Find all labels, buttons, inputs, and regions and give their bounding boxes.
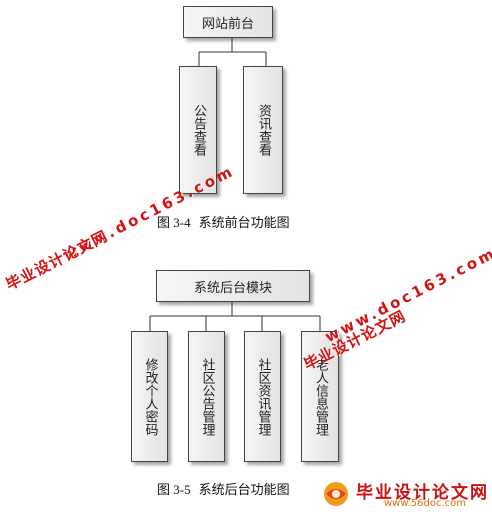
logo-url-text: www.56doc.com — [384, 498, 467, 509]
back-child-label: 社区公告管理 — [199, 357, 215, 436]
site-logo: 毕业设计论文网 www.56doc.com — [322, 478, 490, 512]
figure-caption-3-5: 图 3-5 系统后台功能图 — [157, 479, 290, 498]
back-child-node-news: 社区资讯管理 — [244, 331, 281, 462]
figure-title: 系统后台功能图 — [198, 483, 290, 498]
figure-title: 系统前台功能图 — [198, 216, 290, 231]
front-child-node-announcements: 公告查看 — [179, 66, 217, 194]
back-child-label: 社区资讯管理 — [255, 357, 271, 436]
front-root-node: 网站前台 — [183, 6, 273, 38]
figure-number: 图 3-4 — [157, 215, 191, 230]
back-child-node-elderly: 老人信息管理 — [301, 331, 339, 462]
back-child-label: 老人信息管理 — [313, 357, 328, 436]
back-root-node: 系统后台模块 — [156, 270, 310, 302]
front-child-label: 资讯查看 — [256, 104, 271, 156]
figure-caption-3-4: 图 3-4 系统前台功能图 — [157, 212, 290, 231]
back-child-node-password: 修改个人密码 — [131, 331, 168, 462]
front-child-label: 公告查看 — [191, 104, 206, 156]
figure-number: 图 3-5 — [157, 482, 191, 497]
front-root-label: 网站前台 — [201, 16, 254, 32]
globe-logo-icon — [324, 482, 348, 506]
back-root-label: 系统后台模块 — [193, 280, 272, 296]
back-child-label: 修改个人密码 — [142, 357, 158, 436]
back-child-node-announcements: 社区公告管理 — [188, 331, 225, 462]
front-child-node-news: 资讯查看 — [243, 66, 283, 194]
logo-brand-text: 毕业设计论文网 — [356, 483, 489, 503]
